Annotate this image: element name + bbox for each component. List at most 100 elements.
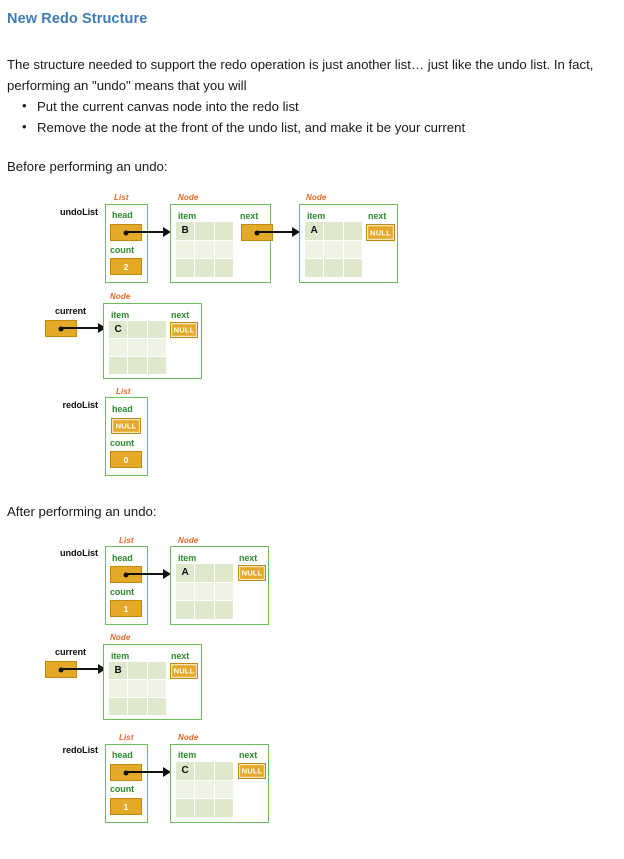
grid-cell — [195, 240, 215, 260]
grid-cell — [214, 564, 234, 583]
grid-cell — [176, 601, 196, 620]
grid-cell — [324, 222, 344, 241]
var-label-redolist: redoList — [62, 745, 99, 755]
grid-cell — [128, 357, 148, 375]
arrow-head-icon — [98, 664, 106, 674]
node-grid-a: A — [176, 564, 234, 620]
field-label-next: next — [240, 211, 259, 221]
grid-cell — [147, 680, 167, 698]
grid-cell — [109, 357, 129, 375]
grid-cell — [147, 698, 167, 716]
var-label-redolist: redoList — [62, 400, 99, 410]
grid-cell — [214, 780, 234, 800]
grid-cell — [128, 662, 148, 680]
field-label-next: next — [239, 553, 258, 563]
next-null-current-b: NULL — [170, 663, 198, 679]
var-label-undolist: undoList — [60, 207, 98, 217]
node-grid-b: B — [176, 222, 234, 278]
grid-cell — [147, 321, 167, 339]
arrow-line — [61, 668, 101, 671]
field-label-count: count — [110, 438, 134, 448]
count-value-redolist: 1 — [110, 798, 142, 815]
grid-cell — [214, 222, 234, 241]
field-label-head: head — [112, 553, 133, 563]
grid-cell — [214, 799, 234, 818]
node-grid-a: A — [305, 222, 363, 278]
field-label-item: item — [178, 553, 197, 563]
field-label-next: next — [368, 211, 387, 221]
grid-cell: C — [109, 321, 129, 339]
type-label-node: Node — [178, 193, 199, 202]
grid-cell — [214, 240, 234, 260]
grid-cell: C — [176, 762, 196, 781]
field-label-count: count — [110, 245, 134, 255]
intro-paragraph: The structure needed to support the redo… — [7, 57, 594, 94]
type-label-node: Node — [110, 292, 131, 301]
arrow-head-icon — [163, 227, 171, 237]
grid-cell — [324, 240, 344, 260]
grid-cell — [214, 259, 234, 278]
grid-cell: A — [176, 564, 196, 583]
node-grid-current-b: B — [109, 662, 167, 716]
field-label-next: next — [239, 750, 258, 760]
grid-cell — [147, 662, 167, 680]
count-value-undolist: 1 — [110, 600, 142, 617]
field-label-next: next — [171, 310, 190, 320]
type-label-node: Node — [178, 733, 199, 742]
node-grid-c: C — [176, 762, 234, 818]
arrow-line — [126, 573, 166, 576]
grid-cell — [214, 601, 234, 620]
grid-cell: A — [305, 222, 325, 241]
grid-cell — [195, 259, 215, 278]
grid-cell — [176, 259, 196, 278]
next-null-node-c: NULL — [238, 763, 266, 779]
grid-cell — [214, 762, 234, 781]
grid-cell — [195, 799, 215, 818]
steps-list: Put the current canvas node into the red… — [7, 95, 567, 138]
field-label-count: count — [110, 587, 134, 597]
caption-after-undo: After performing an undo: — [7, 504, 157, 519]
grid-cell — [147, 339, 167, 357]
grid-cell — [343, 222, 363, 241]
next-null-node-a: NULL — [238, 565, 266, 581]
field-label-item: item — [307, 211, 326, 221]
grid-cell — [176, 799, 196, 818]
field-label-head: head — [112, 404, 133, 414]
grid-cell — [147, 357, 167, 375]
arrow-head-icon — [163, 767, 171, 777]
grid-cell — [195, 582, 215, 602]
grid-cell — [109, 339, 129, 357]
arrow-head-icon — [163, 569, 171, 579]
grid-cell — [214, 582, 234, 602]
caption-before-undo: Before performing an undo: — [7, 159, 168, 174]
field-label-item: item — [111, 310, 130, 320]
grid-cell — [109, 698, 129, 716]
grid-cell — [305, 259, 325, 278]
count-value-undolist: 2 — [110, 258, 142, 275]
arrow-line — [126, 231, 166, 234]
next-null-current-c: NULL — [170, 322, 198, 338]
grid-cell — [324, 259, 344, 278]
arrow-head-icon — [98, 323, 106, 333]
type-label-node: Node — [178, 536, 199, 545]
arrow-line — [126, 771, 166, 774]
grid-cell — [128, 321, 148, 339]
grid-cell — [128, 339, 148, 357]
grid-cell — [195, 601, 215, 620]
count-value-redolist: 0 — [110, 451, 142, 468]
grid-cell — [195, 762, 215, 781]
node-grid-current-c: C — [109, 321, 167, 375]
page-title: New Redo Structure — [7, 10, 148, 27]
grid-cell — [176, 240, 196, 260]
grid-cell: B — [109, 662, 129, 680]
grid-cell — [195, 780, 215, 800]
grid-cell — [176, 780, 196, 800]
var-label-current: current — [55, 306, 86, 316]
arrow-line — [61, 327, 101, 330]
grid-cell — [128, 680, 148, 698]
next-null-node-a: NULL — [366, 224, 395, 241]
field-label-item: item — [111, 651, 130, 661]
field-label-next: next — [171, 651, 190, 661]
arrow-head-icon — [292, 227, 300, 237]
list-item: Remove the node at the front of the undo… — [7, 116, 567, 138]
